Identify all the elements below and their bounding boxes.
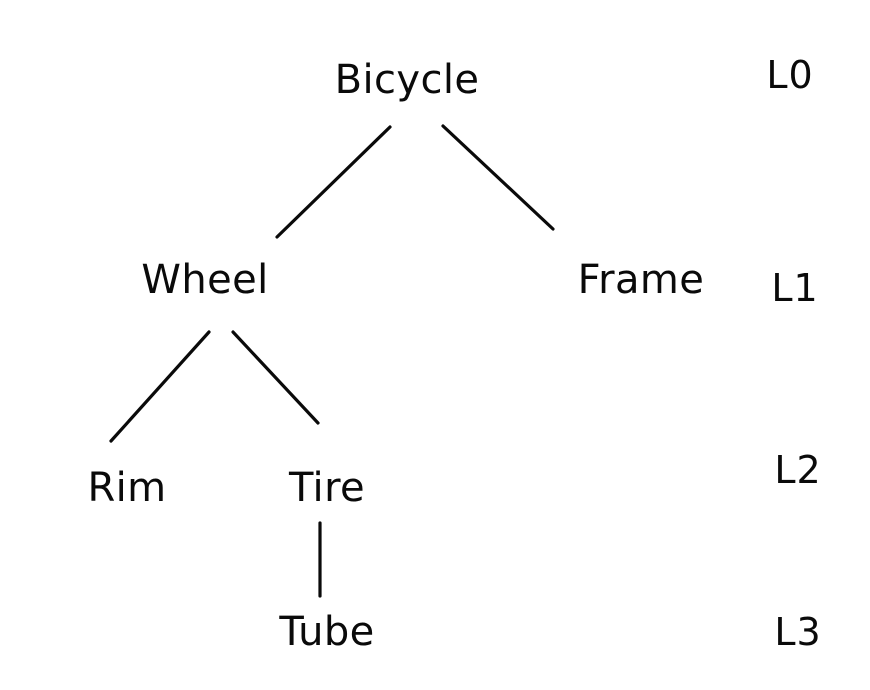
edge-wheel-rim bbox=[109, 330, 211, 443]
level-label-l2: L2 bbox=[774, 448, 822, 492]
node-rim[interactable]: Rim bbox=[87, 465, 167, 511]
node-wheel[interactable]: Wheel bbox=[141, 257, 269, 303]
edge-wheel-tire bbox=[231, 330, 320, 425]
level-label-l1: L1 bbox=[771, 266, 819, 310]
level-label-l0: L0 bbox=[766, 53, 814, 97]
level-label-l3: L3 bbox=[774, 610, 822, 654]
node-tube[interactable]: Tube bbox=[279, 609, 375, 655]
node-bicycle[interactable]: Bicycle bbox=[334, 57, 480, 103]
edge-bicycle-frame bbox=[441, 124, 555, 231]
node-tire[interactable]: Tire bbox=[288, 465, 366, 511]
edge-bicycle-wheel bbox=[275, 125, 392, 239]
node-frame[interactable]: Frame bbox=[577, 257, 705, 303]
